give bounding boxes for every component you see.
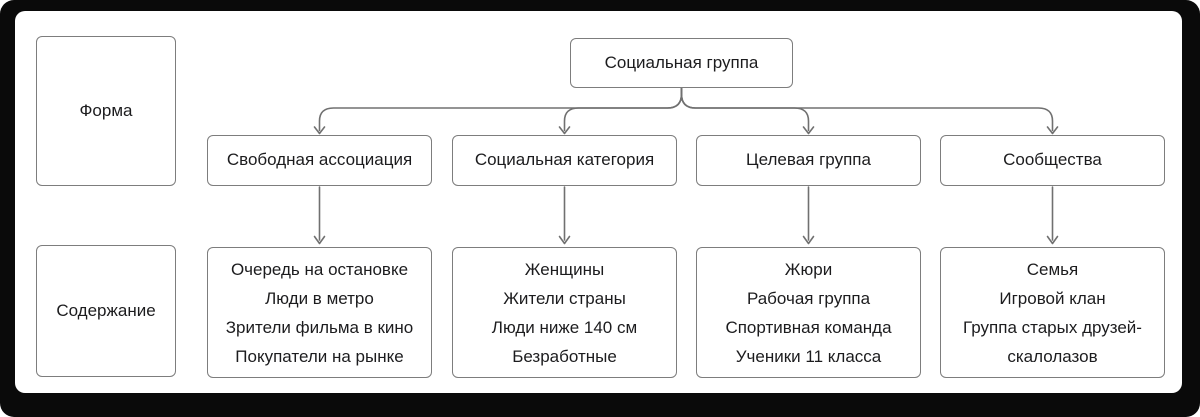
example-item: Безработные: [512, 346, 617, 366]
content-node-free-association: Очередь на остановке Люди в метро Зрител…: [207, 247, 432, 378]
row-label-form: Форма: [36, 36, 176, 186]
content-node-target-group: Жюри Рабочая группа Спортивная команда У…: [696, 247, 921, 378]
example-item: Семья: [1026, 259, 1079, 279]
root-node-label: Социальная группа: [604, 52, 759, 72]
form-node-target-group: Целевая группа: [696, 135, 921, 186]
form-node-social-category: Социальная категория: [452, 135, 677, 186]
example-item: Рабочая группа: [746, 288, 871, 308]
row-label-form-text: Форма: [79, 100, 133, 120]
example-item: Жюри: [784, 259, 833, 279]
example-item: Зрители фильма в кино: [225, 317, 414, 337]
form-node-label: Социальная категория: [474, 150, 655, 170]
example-item: Игровой клан: [999, 288, 1106, 308]
example-item: Люди в метро: [265, 288, 374, 308]
form-node-label: Целевая группа: [746, 150, 871, 170]
root-node: Социальная группа: [570, 38, 793, 88]
form-node-label: Свободная ассоциация: [226, 150, 413, 170]
row-label-content-text: Содержание: [56, 300, 156, 320]
form-node-free-association: Свободная ассоциация: [207, 135, 432, 186]
example-item: Люди ниже 140 см: [491, 317, 638, 337]
example-item: Ученики 11 класса: [735, 346, 882, 366]
example-item: Покупатели на рынке: [235, 346, 404, 366]
example-item: Группа старых друзей-скалолазов: [963, 317, 1142, 366]
example-item: Очередь на остановке: [230, 259, 409, 279]
form-node-communities: Сообщества: [940, 135, 1165, 186]
example-item: Женщины: [524, 259, 605, 279]
content-node-communities: Семья Игровой клан Группа старых друзей-…: [940, 247, 1165, 378]
content-node-social-category: Женщины Жители страны Люди ниже 140 см Б…: [452, 247, 677, 378]
row-label-content: Содержание: [36, 245, 176, 377]
example-item: Спортивная команда: [725, 317, 892, 337]
example-item: Жители страны: [503, 288, 626, 308]
form-node-label: Сообщества: [1003, 150, 1102, 170]
